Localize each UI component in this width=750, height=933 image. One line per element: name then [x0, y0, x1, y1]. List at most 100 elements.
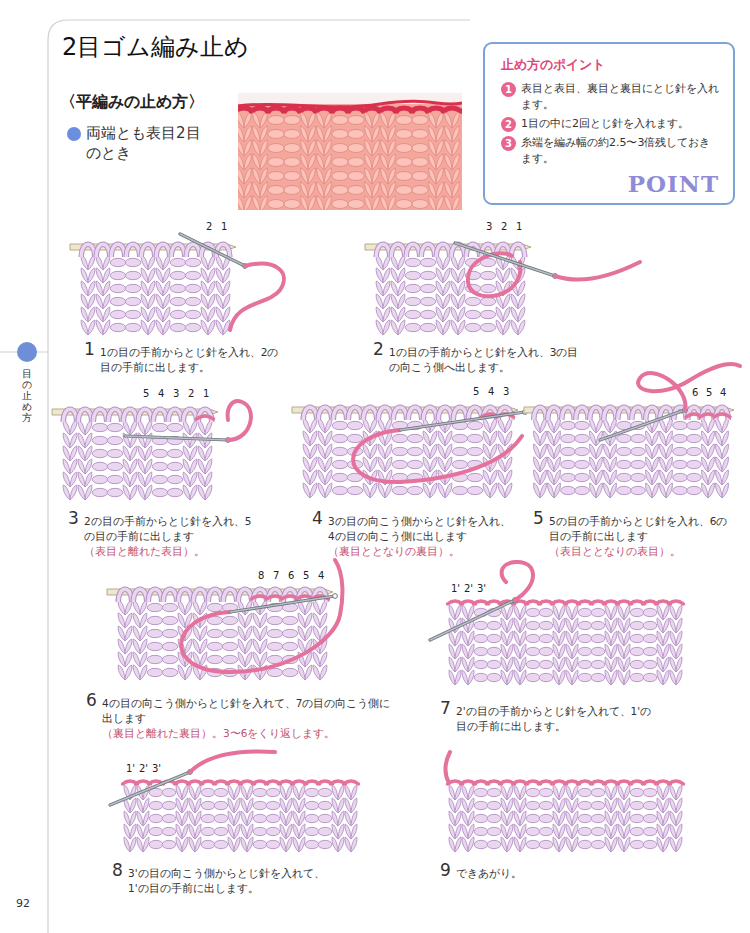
callout-number: 5 — [705, 388, 713, 398]
tapestry-needle — [455, 243, 557, 278]
point-heading: 止め方のポイント — [501, 56, 719, 74]
yarn — [181, 560, 342, 672]
yarn — [228, 401, 251, 440]
caption-note: （裏目と離れた裏目）。3〜6をくり返します。 — [102, 726, 394, 741]
step-caption: 1の目の手前からとじ針を入れ、2の目の手前に出します。 — [100, 345, 280, 375]
callout-number: 4 — [317, 571, 325, 581]
knit-fabric — [238, 108, 461, 210]
callout-number: 5 — [142, 389, 150, 399]
page-number: 92 — [16, 898, 30, 909]
point-logo: POINT — [501, 170, 719, 197]
callout-number: 4 — [157, 389, 165, 399]
bound-yarn — [669, 781, 684, 784]
yarn — [502, 562, 533, 600]
callout-number: 1 — [202, 389, 210, 399]
tapestry-needle — [180, 234, 247, 268]
bound-yarn — [714, 414, 730, 417]
bound-yarn — [443, 108, 461, 111]
step-caption: 4の目の向こう側からとじ針を入れて、7の目の向こう側に出します — [102, 696, 394, 726]
knit-fabric — [292, 407, 518, 498]
callout-number: 7 — [272, 571, 280, 581]
callout-number: 5 — [472, 387, 480, 397]
tapestry-needle — [110, 770, 192, 805]
step-number: 3 — [68, 510, 79, 527]
point-box: 止め方のポイント 1表目と表目、裏目と裏目にとじ針を入れます。 2 1目の中に2回とじ… — [483, 42, 735, 205]
callout-number: 5 — [302, 571, 310, 581]
callout-number: 3 — [485, 222, 493, 232]
tapestry-needle — [600, 408, 687, 440]
yarn — [230, 264, 284, 330]
step-number: 2 — [373, 341, 384, 358]
callout-number: 2' — [463, 584, 474, 594]
yarn — [638, 364, 740, 410]
yarn — [468, 253, 521, 296]
tapestry-needle — [400, 410, 527, 430]
page-title: 2目ゴム編み止め — [62, 33, 249, 62]
step-number: 7 — [440, 700, 451, 717]
bullet-dot — [67, 127, 81, 141]
callout-number: 1' — [450, 584, 461, 594]
callout-number: 4 — [719, 388, 727, 398]
point-row: POINT — [501, 170, 719, 197]
knit-fabric — [448, 781, 684, 852]
point-row: 止め方のポイント — [501, 56, 719, 74]
tapestry-needle — [125, 436, 230, 442]
page-border — [48, 20, 470, 933]
callout-number: 1 — [515, 222, 523, 232]
callout-number: 2 — [187, 389, 195, 399]
yarn — [555, 262, 640, 279]
tapestry-needle — [230, 594, 337, 612]
point-number: 3 — [501, 136, 516, 151]
callout-number: 3 — [502, 387, 510, 397]
tab-label: 目の止め方 — [22, 368, 32, 423]
bullet-text: 両端とも表目2目のとき — [86, 124, 211, 163]
bound-yarn — [197, 416, 214, 419]
step-number: 5 — [533, 510, 544, 527]
step-number: 4 — [312, 510, 323, 527]
caption-note: （表目と離れた表目）。 — [84, 544, 284, 559]
step-caption: 5の目の手前からとじ針を入れ、6の目の手前に出します — [549, 514, 734, 544]
step-number: 6 — [86, 692, 97, 709]
caption-note: （裏目ととなりの裏目）。 — [328, 544, 528, 559]
step-number: 9 — [440, 862, 451, 879]
bound-yarn — [669, 601, 684, 604]
point-text: 1目の中に2回とじ針を入れます。 — [521, 116, 719, 132]
point-number: 2 — [501, 117, 516, 132]
step-caption: 1の目の手前からとじ針を入れ、3の目の向こう側へ出します。 — [389, 345, 589, 375]
callout-number: 3' — [151, 764, 162, 774]
section-subtitle: 〈平編みの止め方〉 — [60, 92, 204, 111]
step-illustrations — [52, 234, 740, 852]
callout-number: 1 — [220, 222, 228, 232]
callout-number: 1' — [125, 764, 136, 774]
step-caption: 2'の目の手前からとじ針を入れて、1'の目の手前に出します。 — [456, 704, 656, 734]
callout-number: 6 — [287, 571, 295, 581]
page-decoration — [0, 20, 470, 933]
knit-fabric — [52, 409, 218, 500]
callout-number: 8 — [257, 571, 265, 581]
knit-fabric — [524, 407, 734, 498]
yarn — [190, 751, 275, 772]
step-caption: 3の目の向こう側からとじ針を入れ、4の目の向こう側に出します — [328, 514, 516, 544]
callout-number: 6 — [691, 388, 699, 398]
knitting-photo — [238, 93, 462, 210]
tapestry-needle — [430, 598, 517, 640]
caption-note: （表目ととなりの表目）。 — [549, 544, 734, 559]
tab-marker — [17, 342, 37, 362]
callout-number: 3 — [172, 389, 180, 399]
callout-number: 3' — [476, 584, 487, 594]
callout-number: 2 — [500, 222, 508, 232]
knit-fabric — [365, 244, 531, 335]
step-caption: 2の目の手前からとじ針を入れ、5の目の手前に出します — [84, 514, 254, 544]
step-number: 1 — [84, 341, 95, 358]
step-caption: 3'の目の向こう側からとじ針を入れて、1'の目の手前に出します。 — [128, 866, 333, 896]
callout-number: 2' — [138, 764, 149, 774]
bound-yarn — [344, 781, 359, 784]
point-number: 1 — [501, 82, 516, 97]
yarn — [445, 752, 450, 783]
callout-number: 2 — [205, 222, 213, 232]
point-row: 2 1目の中に2回とじ針を入れます。 — [501, 116, 719, 132]
point-row: 1表目と表目、裏目と裏目にとじ針を入れます。 — [501, 81, 719, 113]
point-row: 3糸端を編み幅の約2.5〜3倍残しておきます。 — [501, 135, 719, 167]
step-number: 8 — [112, 862, 123, 879]
